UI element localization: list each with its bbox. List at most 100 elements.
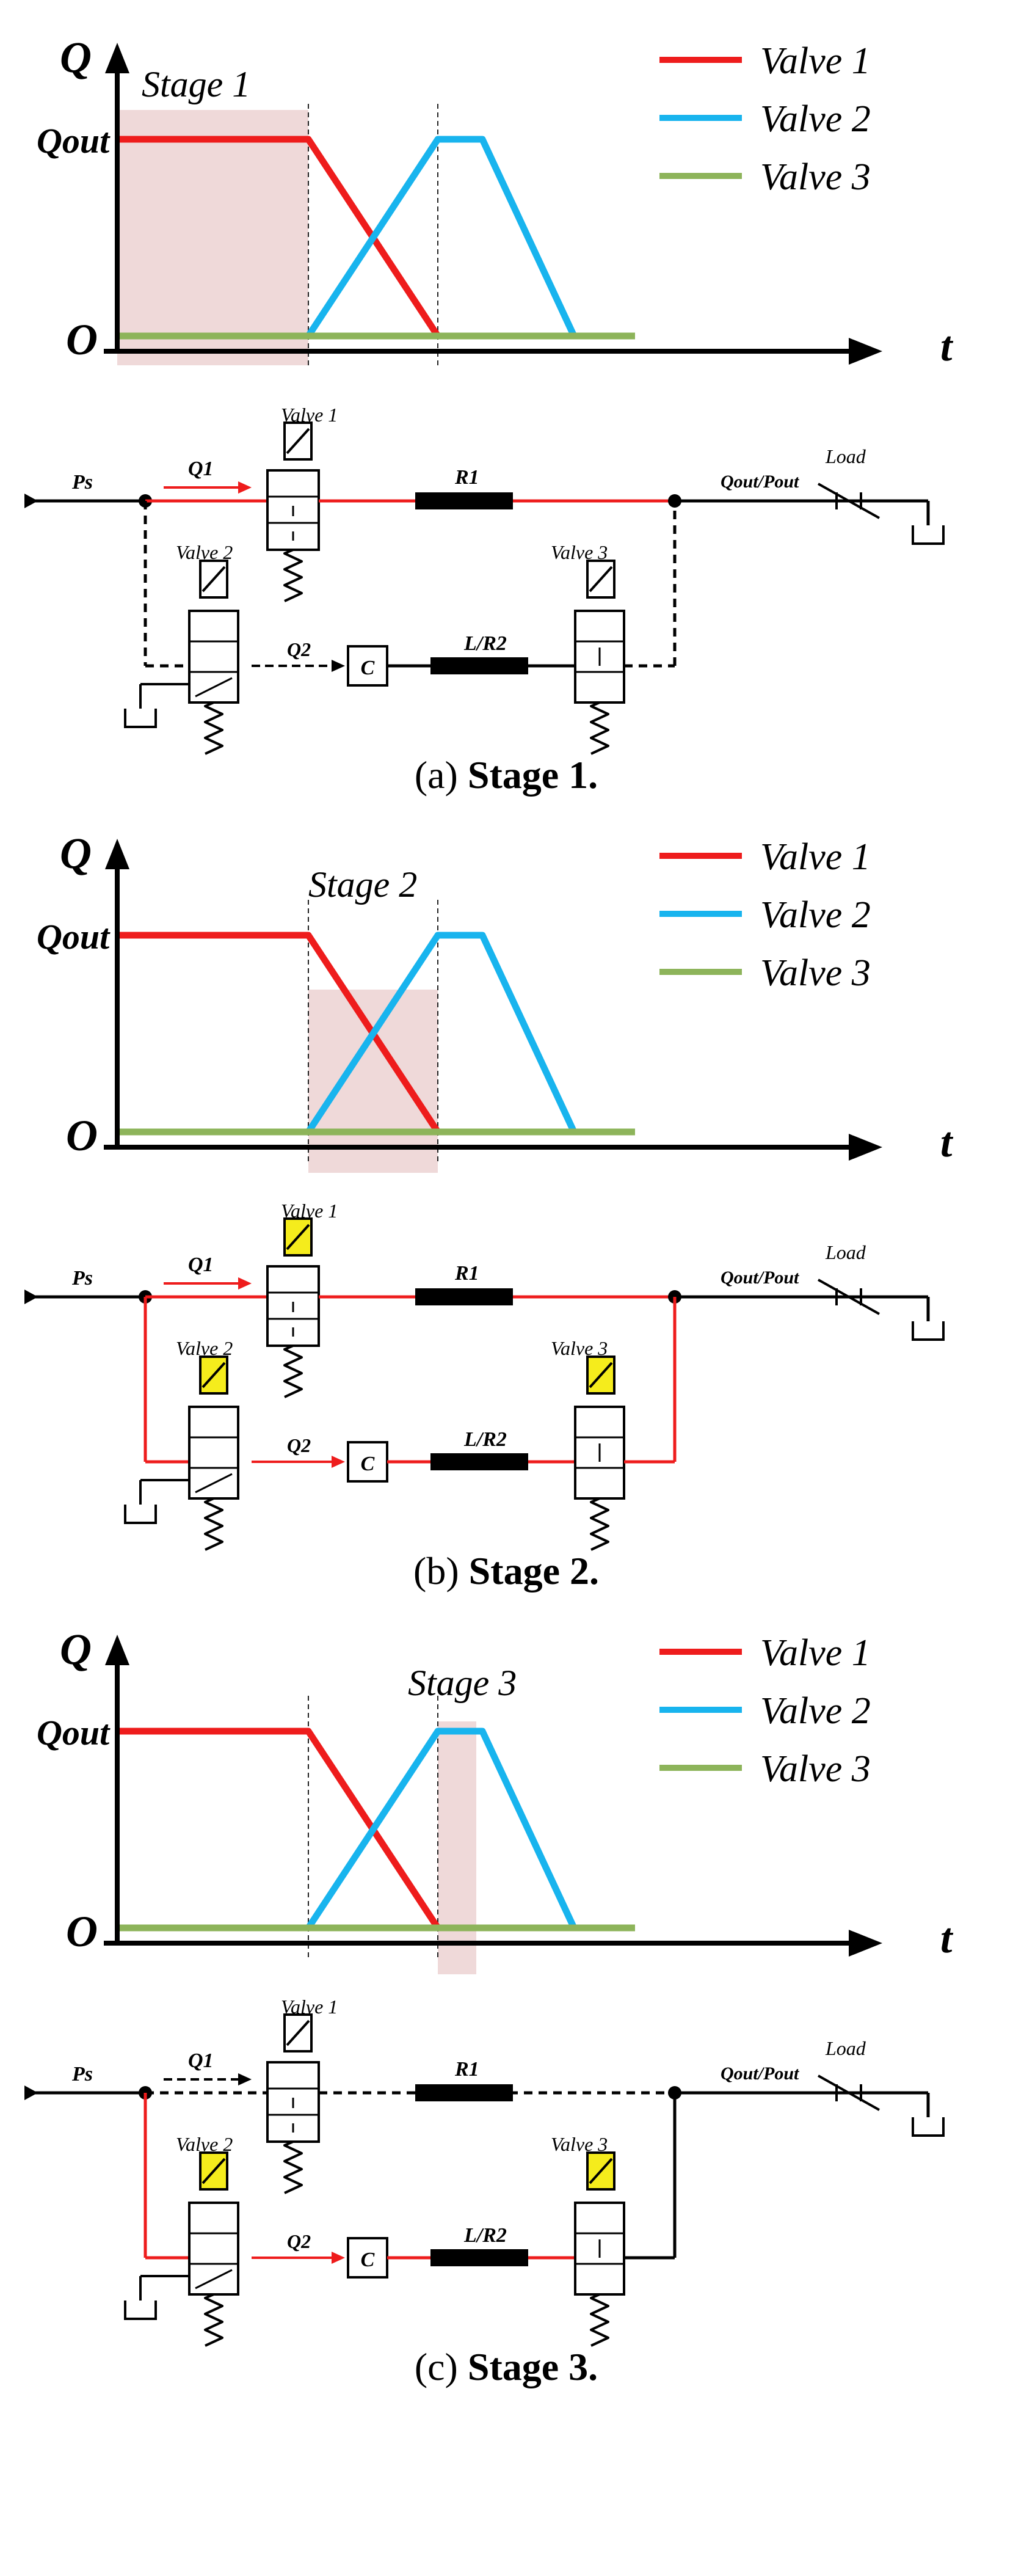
- load-restrictor: [818, 483, 880, 519]
- valve2-diag: [195, 2269, 233, 2290]
- lr2-label: L/R2: [463, 1428, 507, 1451]
- y-axis-arrow: [105, 839, 129, 869]
- stage-label: Stage 1: [142, 64, 250, 104]
- r1-label: R1: [454, 2058, 479, 2081]
- series-line-valve-1: [117, 1728, 441, 1930]
- valve2-solenoid-slash: [202, 2158, 226, 2184]
- caption-title: Stage 1.: [468, 753, 598, 797]
- valve2-diag: [195, 1473, 233, 1494]
- lr2-label: L/R2: [463, 632, 507, 655]
- y-axis-label: Q: [60, 829, 92, 878]
- load-tank: [912, 1321, 945, 1341]
- valve2-tank: [124, 709, 157, 728]
- zero-label: O: [66, 1907, 98, 1956]
- lr2-label: L/R2: [463, 2224, 507, 2247]
- caption-letter: (a): [415, 753, 468, 797]
- y-axis-label: Q: [60, 33, 92, 82]
- valve1-label: Valve 1: [281, 404, 338, 426]
- load-label: Load: [825, 445, 866, 467]
- valve1-solenoid-slash: [286, 428, 310, 454]
- stage-shade: [117, 110, 308, 365]
- load-tank: [912, 525, 945, 545]
- valve3-solenoid-slash: [589, 566, 613, 593]
- q1-flow-arrow-head: [238, 1277, 252, 1290]
- series-line-valve-2: [305, 136, 577, 338]
- valve2-solenoid: [199, 2151, 228, 2191]
- supply-label: Ps: [71, 1267, 93, 1290]
- load-tank: [912, 2117, 945, 2137]
- load-label: Load: [825, 2037, 866, 2059]
- valve2-label: Valve 2: [176, 541, 233, 563]
- legend-label-valve-3: Valve 3: [760, 156, 871, 198]
- series-line-valve-2: [305, 1728, 577, 1930]
- series-line-valve-2: [305, 932, 577, 1134]
- q1-flow-arrow-head: [238, 481, 252, 494]
- valve1-spring: [283, 2140, 303, 2194]
- q2-flow-arrow-head: [332, 1456, 345, 1468]
- stage-label: Stage 2: [308, 864, 417, 905]
- valve2-solenoid-slash: [202, 1362, 226, 1388]
- x-axis-label: t: [940, 1119, 954, 1166]
- legend-label-valve-1: Valve 1: [760, 40, 871, 82]
- valve3-label: Valve 3: [551, 2133, 608, 2155]
- x-axis-arrow: [849, 1134, 882, 1161]
- valve2-spring: [204, 2293, 223, 2347]
- y-axis-label: Q: [60, 1625, 92, 1674]
- valve3-solenoid-slash: [589, 2158, 613, 2184]
- legend-label-valve-3: Valve 3: [760, 1748, 871, 1790]
- valve2-solenoid-slash: [202, 566, 226, 593]
- caption-text: (c) Stage 3.: [415, 2345, 598, 2388]
- lr2-resistor: [430, 1453, 528, 1470]
- caption-2: (b) Stage 2.: [413, 1549, 599, 1593]
- y-axis-arrow: [105, 43, 129, 73]
- valve1-solenoid-slash: [286, 2020, 310, 2046]
- q-out-label: Qout: [37, 917, 111, 957]
- caption-3: (c) Stage 3.: [415, 2345, 598, 2388]
- stage-shade: [308, 990, 438, 1173]
- lr2-resistor: [430, 657, 528, 674]
- caption-letter: (b): [413, 1549, 469, 1593]
- y-axis-arrow: [105, 1635, 129, 1665]
- caption-letter: (c): [415, 2345, 468, 2388]
- capacitor-box: [347, 645, 388, 687]
- q1-label: Q1: [188, 2049, 214, 2072]
- capacitor-label: C: [361, 1453, 375, 1475]
- stage-label: Stage 3: [408, 1663, 517, 1703]
- x-axis-label: t: [940, 323, 954, 370]
- valve2-body: [188, 1406, 239, 1500]
- valve1-solenoid-slash: [286, 1224, 310, 1250]
- output-label: Qout/Pout: [721, 2063, 800, 2084]
- stage-shade: [438, 1721, 476, 1974]
- q1-label: Q1: [188, 1253, 214, 1276]
- valve1-label: Valve 1: [281, 1200, 338, 1222]
- output-label: Qout/Pout: [721, 1268, 800, 1288]
- valve2-tank: [124, 1505, 157, 1524]
- supply-label: Ps: [71, 2063, 93, 2085]
- capacitor-box: [347, 2237, 388, 2279]
- caption-title: Stage 2.: [469, 1549, 599, 1593]
- valve3-label: Valve 3: [551, 541, 608, 563]
- valve1-solenoid: [283, 1217, 313, 1257]
- q1-label: Q1: [188, 458, 214, 480]
- valve1-label: Valve 1: [281, 1996, 338, 2018]
- series-line-valve-1: [117, 136, 441, 338]
- q2-flow-arrow-head: [332, 2252, 345, 2264]
- zero-label: O: [66, 1111, 98, 1160]
- legend-label-valve-3: Valve 3: [760, 952, 871, 994]
- q2-flow-arrow-head: [332, 660, 345, 672]
- lr2-resistor: [430, 2249, 528, 2266]
- zero-label: O: [66, 315, 98, 364]
- caption-title: Stage 3.: [468, 2345, 598, 2388]
- legend-label-valve-2: Valve 2: [760, 1690, 871, 1732]
- valve2-diag: [195, 677, 233, 698]
- capacitor-box: [347, 1441, 388, 1483]
- load-label: Load: [825, 1241, 866, 1263]
- valve3-label: Valve 3: [551, 1337, 608, 1359]
- capacitor-label: C: [361, 2249, 375, 2271]
- valve2-label: Valve 2: [176, 1337, 233, 1359]
- valve2-spring: [204, 1497, 223, 1551]
- q-out-label: Qout: [37, 121, 111, 161]
